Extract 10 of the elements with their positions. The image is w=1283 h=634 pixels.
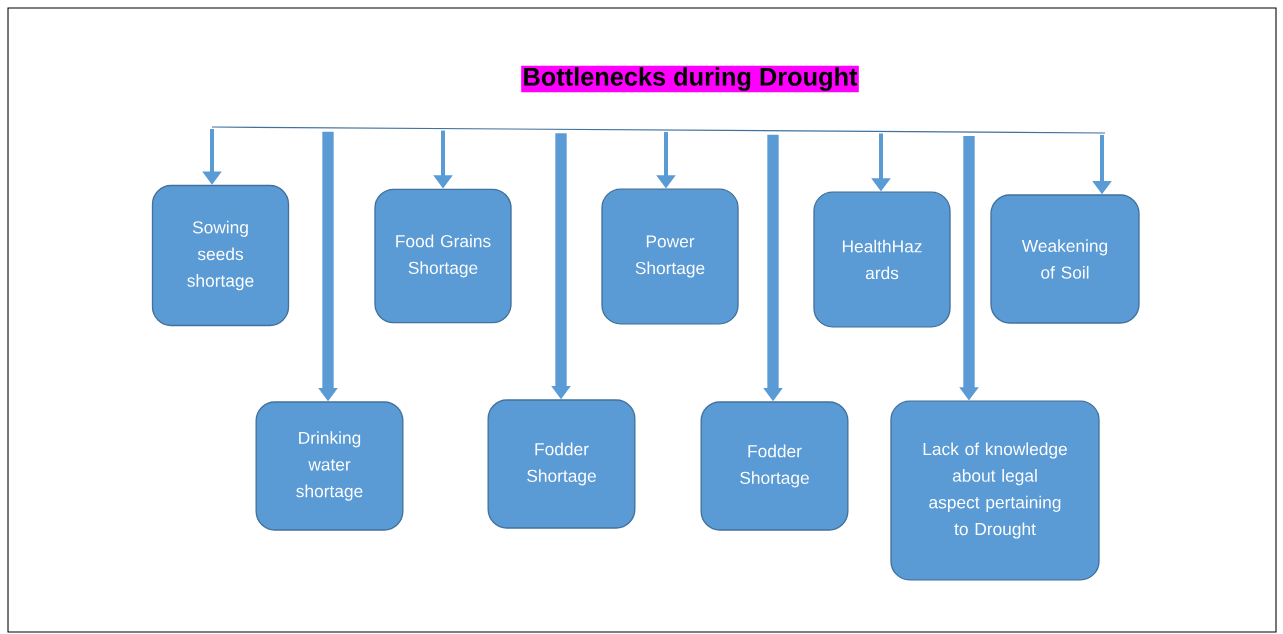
process-box: Lack of knowledge about legal aspect pertaining to Drought [890, 400, 1100, 581]
process-box: Fodder Shortage [487, 399, 636, 529]
process-box: Fodder Shortage [700, 401, 849, 531]
process-box: Drinking water shortage [255, 401, 404, 531]
process-box: HealthHaz ards [813, 191, 951, 328]
process-box: Power Shortage [601, 188, 739, 325]
title: Bottlenecks during Drought [521, 65, 859, 93]
process-box: Weakening of Soil [990, 194, 1140, 324]
process-box: Food Grains Shortage [374, 188, 512, 324]
process-box: Sowing seeds shortage [151, 184, 290, 327]
